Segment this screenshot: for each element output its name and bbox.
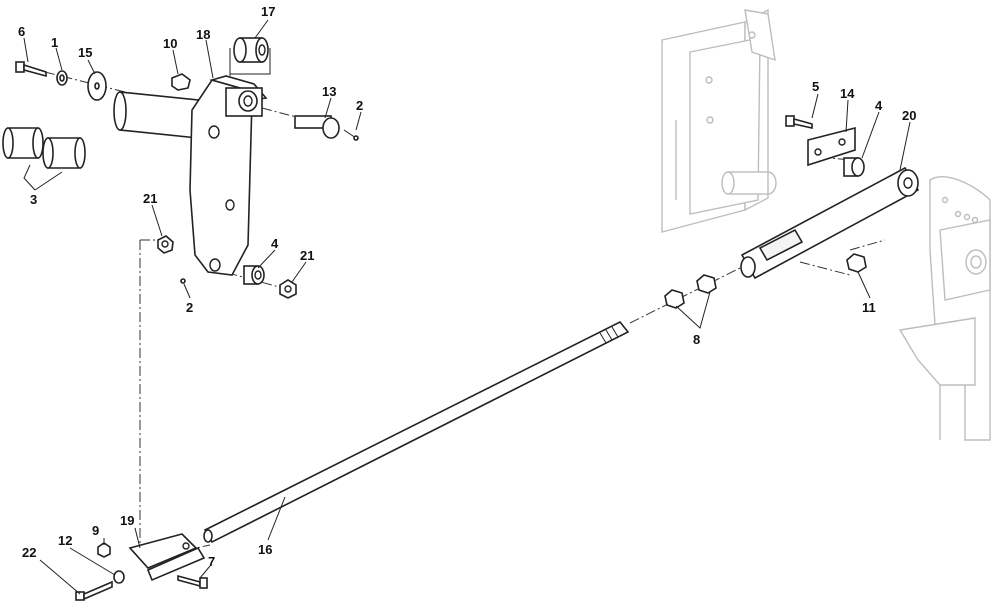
background-frame-right <box>898 176 991 441</box>
part-22-bolt <box>75 580 113 601</box>
callout-10: 10 <box>163 36 177 51</box>
callout-7: 7 <box>208 554 215 569</box>
leader-lines <box>23 19 911 595</box>
part-13-clevis-pin <box>294 115 340 139</box>
part-17-bushing <box>233 37 269 63</box>
part-2-cotter-pin-lower <box>180 278 186 284</box>
part-10-nut <box>171 73 191 91</box>
callout-1: 1 <box>51 35 58 50</box>
callout-9: 9 <box>92 523 99 538</box>
part-14-plate <box>807 126 856 167</box>
part-21-nut-right <box>279 279 297 299</box>
callout-2-upper: 2 <box>356 98 363 113</box>
part-7-bolt <box>177 574 208 589</box>
callout-5: 5 <box>812 79 819 94</box>
part-8-nuts <box>664 274 717 309</box>
callout-13: 13 <box>322 84 336 99</box>
part-18-lever-arm <box>113 75 268 276</box>
part-11-nut <box>846 253 867 273</box>
part-3-bushings <box>2 127 86 169</box>
callout-12: 12 <box>58 533 72 548</box>
part-21-nut-left <box>157 235 174 254</box>
callout-4-upper: 4 <box>875 98 883 113</box>
callout-22: 22 <box>22 545 36 560</box>
callout-18: 18 <box>196 27 210 42</box>
part-1-washer <box>56 70 68 86</box>
part-4-bushing-lower <box>243 265 265 285</box>
callout-3: 3 <box>30 192 37 207</box>
part-12-washer <box>113 570 125 584</box>
callout-11: 11 <box>862 300 876 315</box>
callout-6: 6 <box>18 24 25 39</box>
part-5-bolt <box>785 115 813 129</box>
callout-8: 8 <box>693 332 700 347</box>
part-19-clevis <box>128 533 206 582</box>
callout-14: 14 <box>840 86 855 101</box>
callout-16: 16 <box>258 542 272 557</box>
part-2-cotter-pin-upper <box>343 129 359 141</box>
part-9-nut <box>97 542 111 558</box>
background-frame-upper <box>661 8 777 233</box>
part-4-bushing-upper <box>843 157 865 177</box>
callout-21-right: 21 <box>300 248 314 263</box>
part-20-link-arm <box>740 166 920 280</box>
callout-2-lower: 2 <box>186 300 193 315</box>
callout-20: 20 <box>902 108 916 123</box>
callout-19: 19 <box>120 513 134 528</box>
callout-17: 17 <box>261 4 275 19</box>
part-16-rod <box>203 320 630 544</box>
callout-4-lower: 4 <box>271 236 279 251</box>
callout-21-left: 21 <box>143 191 157 206</box>
callout-15: 15 <box>78 45 92 60</box>
part-6-bolt <box>15 61 47 78</box>
callout-labels: 6 1 15 10 18 17 13 2 3 21 2 4 21 5 14 4 … <box>18 4 916 569</box>
part-15-washer <box>87 71 107 101</box>
